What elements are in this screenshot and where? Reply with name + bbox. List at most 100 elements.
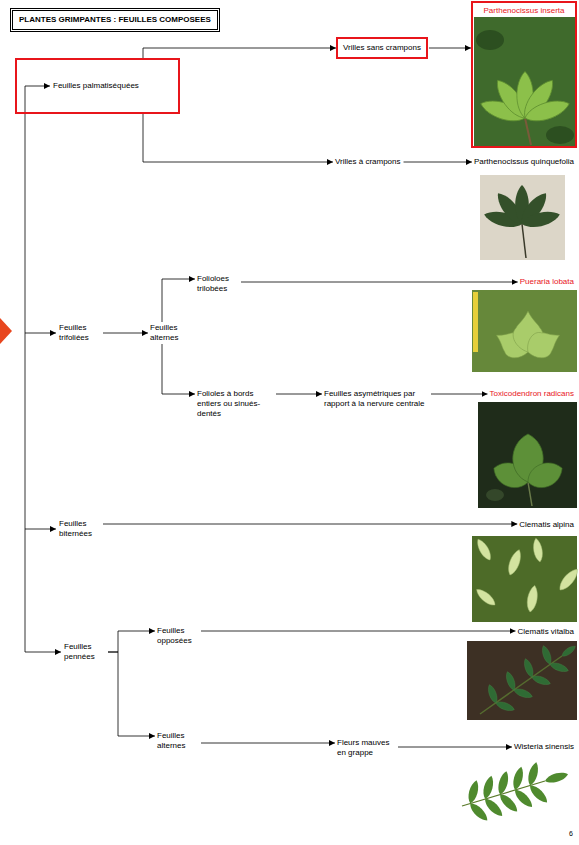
connector-arrow xyxy=(431,394,488,395)
leaflet xyxy=(527,783,550,806)
species-box: Parthenocissus inserta xyxy=(471,1,577,148)
node-text: Folioles à bords entiers ou sinués-denté… xyxy=(197,389,273,419)
leaf-stem xyxy=(525,118,531,145)
species-name: Toxicodendron radicans xyxy=(488,388,577,400)
connector-arrow xyxy=(103,333,148,334)
flow-node: Feuilles alternes xyxy=(148,322,188,344)
leaflet xyxy=(522,324,566,364)
connector-arrow xyxy=(162,279,195,322)
connector-arrow xyxy=(398,747,512,748)
connector-arrow xyxy=(276,394,322,395)
leaflet xyxy=(544,770,569,785)
flow-node: Feuilles opposées xyxy=(155,625,200,647)
flow-node: Feuilles pennées xyxy=(62,641,107,663)
leaflet xyxy=(540,645,553,666)
flow-node: Feuilles asymétriques par rapport à la n… xyxy=(322,388,430,410)
node-text: Pueraria lobata xyxy=(520,277,574,287)
flow-node: Feuilles alternes xyxy=(155,730,200,752)
connector-arrow xyxy=(162,344,195,394)
leaflet xyxy=(506,548,524,577)
leaf-photo xyxy=(472,290,577,372)
node-text: Feuilles trifoliées xyxy=(59,323,100,343)
species-name: Parthenocissus quinquefolia xyxy=(472,156,576,168)
foliage-shade xyxy=(546,126,574,144)
leaf-stem xyxy=(480,656,562,714)
flow-node: Folioles à bords entiers ou sinués-denté… xyxy=(195,388,275,420)
photo-ground xyxy=(467,641,577,720)
leaflet xyxy=(522,658,535,679)
connector-arrow xyxy=(241,282,518,283)
leaflet xyxy=(531,674,552,687)
leaflet xyxy=(511,766,525,791)
trunk-line xyxy=(25,86,61,652)
page-number: 6 xyxy=(569,829,573,838)
leaf-stem xyxy=(528,482,532,506)
connector-arrow xyxy=(108,652,155,736)
connector-arrow xyxy=(201,631,516,632)
leaflet xyxy=(522,96,571,126)
node-text: Feuilles biternées xyxy=(59,519,100,539)
node-text: Feuilles alternes xyxy=(150,323,186,343)
node-text: Feuilles asymétriques par rapport à la n… xyxy=(324,389,428,409)
species-name: Clematis alpina xyxy=(517,519,576,531)
photo-ground xyxy=(472,290,577,372)
species-name: Clematis vitalba xyxy=(516,626,576,638)
leaflet xyxy=(524,457,567,492)
leaflet xyxy=(520,208,561,231)
node-text: Feuilles opposées xyxy=(157,626,198,646)
node-text: Feuilles palmatiséquées xyxy=(53,81,139,91)
node-text: Wisteria sinensis xyxy=(514,742,574,752)
foliage-shade xyxy=(476,30,504,50)
flow-node: Feuilles biternées xyxy=(57,518,102,540)
connector-arrow xyxy=(143,114,333,162)
node-text: Parthenocissus inserta xyxy=(477,6,571,16)
connector-arrow xyxy=(404,162,472,163)
node-text: Folioloes trilobées xyxy=(197,274,238,294)
decision-box: Vrilles sans crampons xyxy=(336,37,428,59)
pointer-arrow xyxy=(0,318,12,344)
node-text: Clematis vitalba xyxy=(518,627,574,637)
node-text: Fleurs mauves en grappe xyxy=(337,738,395,758)
flow-node: Fleurs mauves en grappe xyxy=(335,737,397,759)
foliage-shade xyxy=(486,489,504,501)
node-text: Feuilles pennées xyxy=(64,642,105,662)
connector-arrow xyxy=(201,743,335,744)
ruler xyxy=(473,292,478,352)
leaflet xyxy=(474,586,498,608)
leaflet xyxy=(560,644,577,658)
leaflet xyxy=(495,700,516,713)
connector-arrow xyxy=(143,48,336,58)
leaf-stem xyxy=(522,224,526,258)
leaflet xyxy=(504,671,517,692)
decision-box: Feuilles palmatiséquées xyxy=(15,58,180,114)
leaflet xyxy=(486,684,499,705)
node-text: Parthenocissus quinquefolia xyxy=(474,157,574,167)
leaflet xyxy=(549,661,570,674)
leaf-photo xyxy=(480,175,565,260)
node-text: Clematis alpina xyxy=(519,520,574,530)
leaf-photo xyxy=(462,761,569,823)
leaflet xyxy=(466,779,480,804)
leaflet xyxy=(532,538,544,563)
title-box: PLANTES GRIMPANTES : FEUILLES COMPOSEES xyxy=(10,8,220,32)
species-name: Wisteria sinensis xyxy=(512,741,576,753)
flow-node: Folioloes trilobées xyxy=(195,273,240,295)
leaf-photo xyxy=(478,402,577,508)
leaflet xyxy=(474,537,493,562)
leaf-photo xyxy=(467,641,577,720)
connector-arrow xyxy=(108,631,155,652)
photo-ground xyxy=(478,402,577,508)
leaflet xyxy=(525,585,539,613)
node-text: Feuilles alternes xyxy=(157,731,198,751)
leaf-photo xyxy=(474,17,575,146)
leaflet xyxy=(556,566,579,593)
species-name: Pueraria lobata xyxy=(518,276,576,288)
connector-arrow xyxy=(103,524,517,525)
photo-ground xyxy=(472,536,577,622)
leaflet xyxy=(526,761,540,786)
leaflet xyxy=(481,775,495,800)
node-text: Toxicodendron radicans xyxy=(490,389,575,399)
photo-ground xyxy=(474,17,575,146)
